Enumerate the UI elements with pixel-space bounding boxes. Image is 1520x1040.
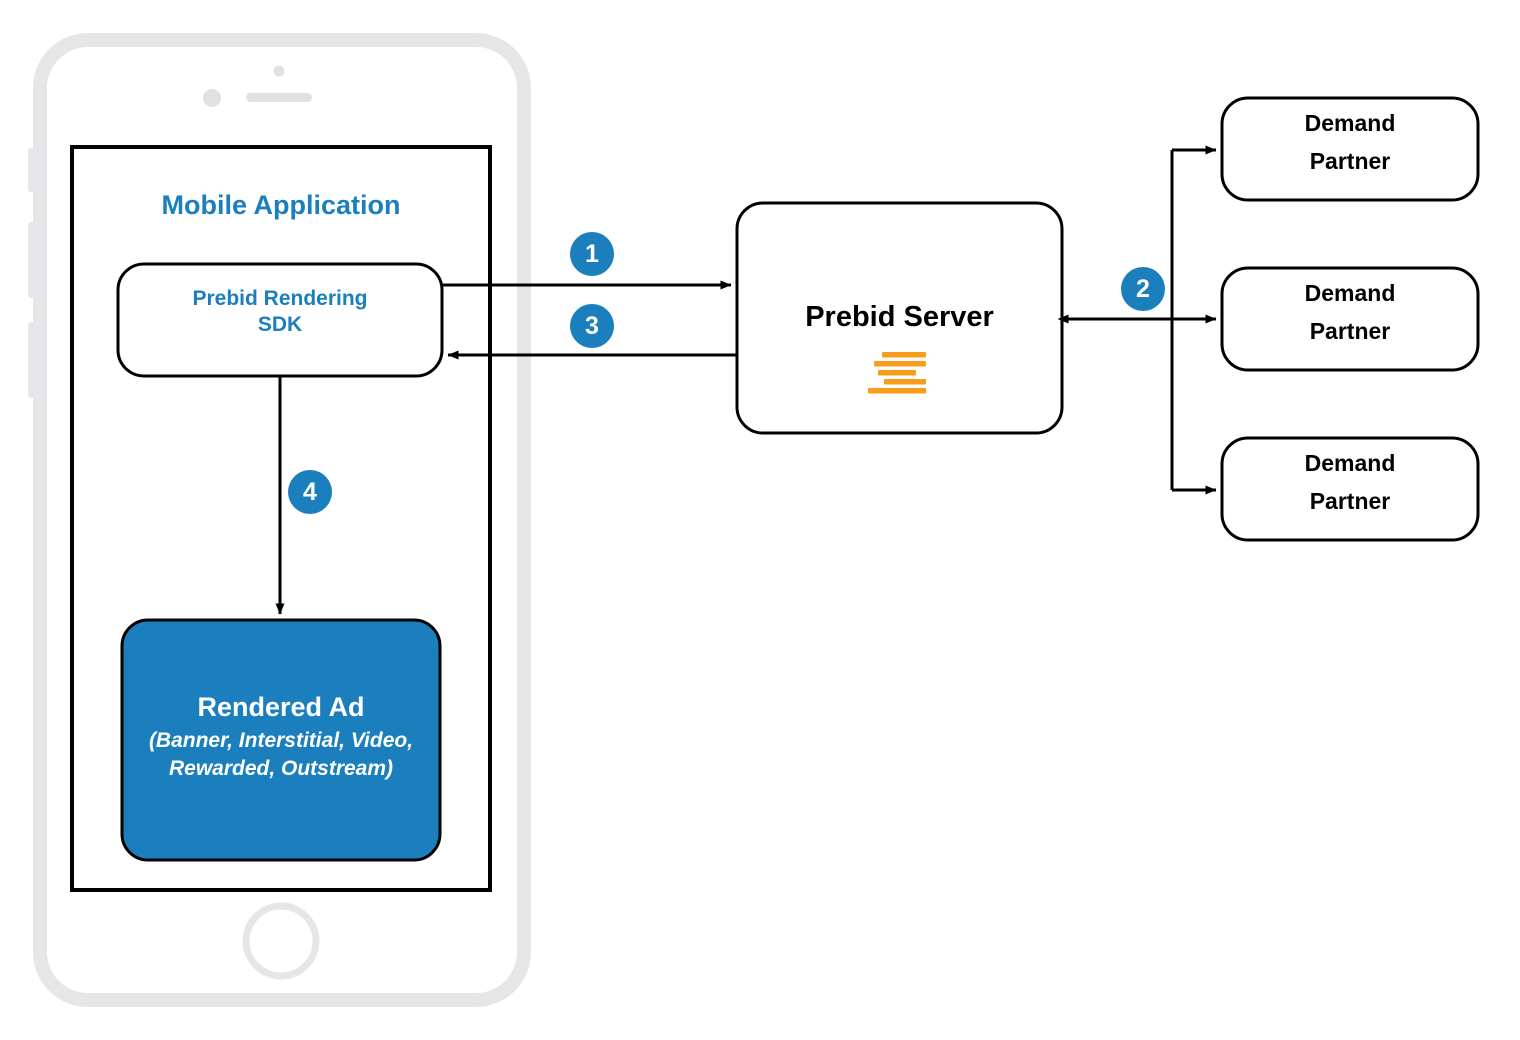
step-badge-4-number: 4 <box>303 477 317 506</box>
phone-top-hardware <box>203 65 312 107</box>
demand-partner-box-1[interactable] <box>1220 96 1480 202</box>
prebid-server-box[interactable] <box>735 201 1064 435</box>
step-badge-3[interactable]: 3 <box>570 304 614 348</box>
prebid-rendering-sdk-box[interactable] <box>116 262 444 378</box>
step-badge-1-number: 1 <box>585 239 599 268</box>
connector-step-2 <box>1057 145 1217 495</box>
step-badge-4[interactable]: 4 <box>288 470 332 514</box>
demand-partner-box-3[interactable] <box>1220 436 1480 542</box>
home-button[interactable] <box>242 902 320 980</box>
prebid-logo-icon <box>868 352 926 394</box>
step-badge-1[interactable]: 1 <box>570 232 614 276</box>
rendered-ad-box[interactable] <box>120 618 442 862</box>
step-badge-2-number: 2 <box>1136 274 1150 303</box>
step-badge-3-number: 3 <box>585 311 599 340</box>
step-badge-2[interactable]: 2 <box>1121 267 1165 311</box>
demand-partner-box-2[interactable] <box>1220 266 1480 372</box>
